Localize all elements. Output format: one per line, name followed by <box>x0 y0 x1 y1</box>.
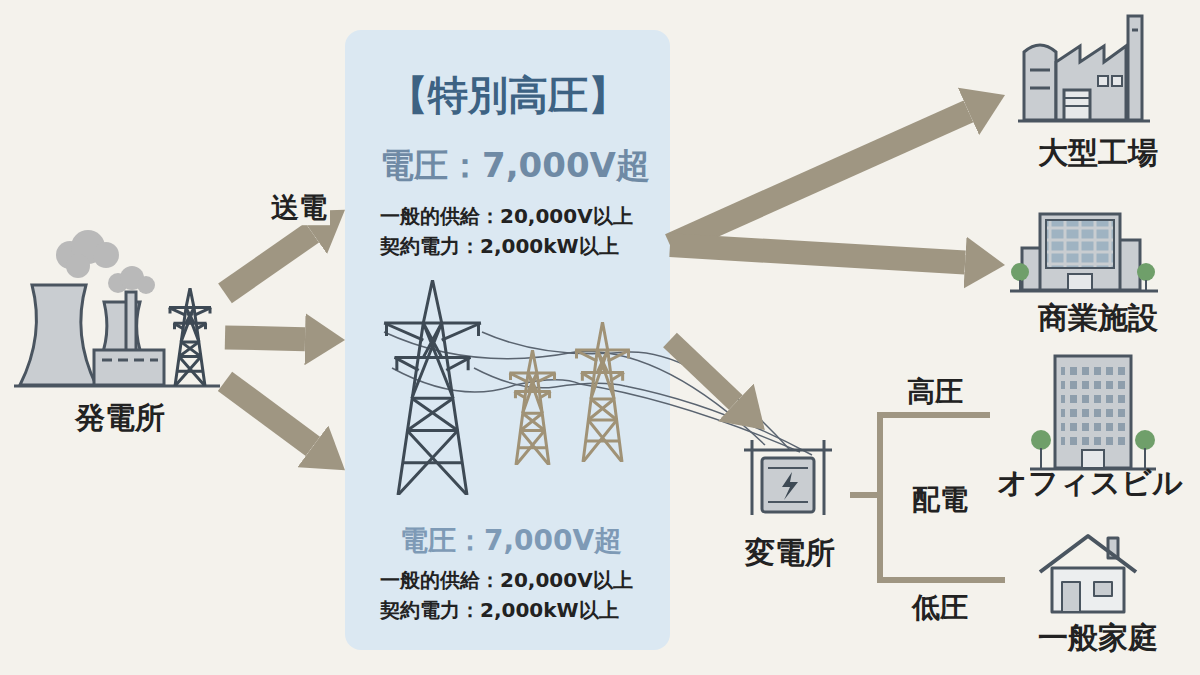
flow-arrow <box>670 245 965 262</box>
power-plant: 発電所 <box>15 225 225 440</box>
flow-arrow <box>670 111 968 245</box>
flow-arrow <box>225 381 313 446</box>
node-label: 商業施設 <box>1038 300 1158 336</box>
factory: 大型工場 <box>1005 15 1190 175</box>
node-label: 変電所 <box>745 535 835 571</box>
power-plant-icon <box>14 230 220 386</box>
supply-condition: 一般的供給：20,000V以上 <box>380 204 670 228</box>
house: 一般家庭 <box>1005 525 1190 660</box>
office-building: オフィスビル <box>990 350 1190 505</box>
commercial-facility-icon <box>1010 214 1158 291</box>
contract-power: 契約電力：2,000kW以上 <box>380 234 670 258</box>
edge-label: 高圧 <box>904 375 966 409</box>
flow-arrow <box>225 233 312 294</box>
panel-heading: 【特別高圧】 <box>345 71 670 119</box>
extra-high-voltage-panel: 【特別高圧】電圧：7,000V超一般的供給：20,000V以上契約電力：2,00… <box>345 30 670 650</box>
flow-arrow <box>225 337 305 339</box>
substation: 変電所 <box>730 430 850 575</box>
node-label: 発電所 <box>75 400 165 436</box>
substation-icon <box>744 440 832 515</box>
edge-label: 低圧 <box>909 591 971 625</box>
commercial-facility: 商業施設 <box>1005 200 1190 340</box>
flow-arrow <box>670 340 736 402</box>
edge-label: 送電 <box>268 191 330 225</box>
panel-ground <box>345 30 670 650</box>
node-label: 大型工場 <box>1038 135 1158 171</box>
house-icon <box>1040 536 1136 612</box>
section-label: 配電 <box>909 483 971 517</box>
contract-power: 契約電力：2,000kW以上 <box>380 598 670 622</box>
voltage-value: 電圧：7,000V超 <box>380 145 670 186</box>
factory-icon <box>1018 16 1150 121</box>
node-label: 一般家庭 <box>1038 620 1158 656</box>
transmission-towers <box>384 280 812 495</box>
node-label: オフィスビル <box>997 465 1183 501</box>
office-building-icon <box>1030 356 1156 469</box>
supply-condition: 一般的供給：20,000V以上 <box>380 568 670 592</box>
voltage-value: 電圧：7,000V超 <box>400 524 670 558</box>
